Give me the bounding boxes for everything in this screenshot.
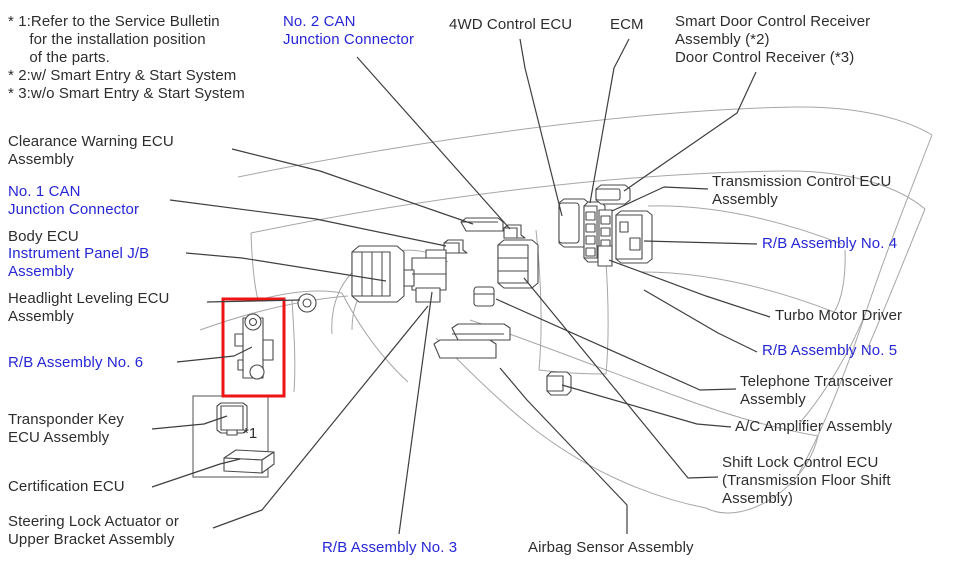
label-turbo-motor-driver: Turbo Motor Driver [775,307,903,324]
label-rb-assembly-no6: R/B Assembly No. 6 [8,354,144,371]
label-certification-ecu: Certification ECU [8,478,125,495]
label-shift-lock-control-ecu: Shift Lock Control ECU (Transmission Flo… [722,454,891,507]
label-clearance-warning-ecu: Clearance Warning ECU Assembly [8,133,174,168]
label-rb-assembly-no5: R/B Assembly No. 5 [762,342,898,359]
component-headlight-leveling-ecu [297,293,317,313]
component-4wd-control-ecu [558,198,590,248]
component-steering-column-assembly [403,249,447,303]
component-turbo-motor-driver [597,245,613,267]
label-star1-marker: *1 [243,425,258,442]
leader-lines [151,38,771,535]
component-instrument-panel-jb [351,245,405,303]
component-telephone-transceiver [473,286,495,307]
label-headlight-leveling-ecu: Headlight Leveling ECU Assembly [8,290,170,325]
footnote-line: of the parts. [8,49,110,66]
component-rb-assembly-no6 [234,313,274,380]
label-airbag-sensor: Airbag Sensor Assembly [528,539,694,556]
label-transmission-control-ecu: Transmission Control ECU Assembly [712,173,892,208]
component-smart-door-receiver [595,184,631,205]
label-no2-can-junction-connector: No. 2 CAN Junction Connector [283,13,415,48]
label-4wd-control-ecu: 4WD Control ECU [449,16,573,33]
component-no2-can-junction-connector [503,224,526,239]
component-certification-ecu [223,449,275,474]
label-ac-amplifier: A/C Amplifier Assembly [735,418,893,435]
footnote-line: * 2:w/ Smart Entry & Start System [8,67,237,84]
component-transponder-key-ecu [216,402,248,436]
label-body-ecu: Body ECU [8,228,79,245]
component-clearance-warning-ecu [460,217,504,232]
label-smart-door-control-receiver: Smart Door Control Receiver Assembly (*2… [675,13,871,66]
label-ecm: ECM [610,16,644,33]
component-airbag-sensor-bracket [433,323,511,359]
label-rb-assembly-no3: R/B Assembly No. 3 [322,539,458,556]
footnotes: * 1:Refer to the Service Bulletin for th… [8,13,245,103]
footnote-line: * 1:Refer to the Service Bulletin [8,13,220,30]
highlight-box-rb-assembly-no6 [221,297,286,398]
label-instrument-panel-jb: Instrument Panel J/B Assembly [8,245,150,280]
component-floor-shift-assembly [497,239,539,289]
label-telephone-transceiver: Telephone Transceiver Assembly [740,373,894,408]
label-rb-assembly-no4: R/B Assembly No. 4 [762,235,898,252]
label-transponder-key-ecu: Transponder Key ECU Assembly [8,411,125,446]
footnote-line: * 3:w/o Smart Entry & Start System [8,85,245,102]
component-rb-assembly-no4 [615,210,653,264]
label-steering-lock-actuator: Steering Lock Actuator or Upper Bracket … [8,513,179,548]
component-no1-can-junction-connector [443,239,468,254]
label-no1-can-junction-connector: No. 1 CAN Junction Connector [8,183,140,218]
footnote-line: for the installation position [8,31,206,48]
component-shift-lock-control-ecu [546,371,572,396]
